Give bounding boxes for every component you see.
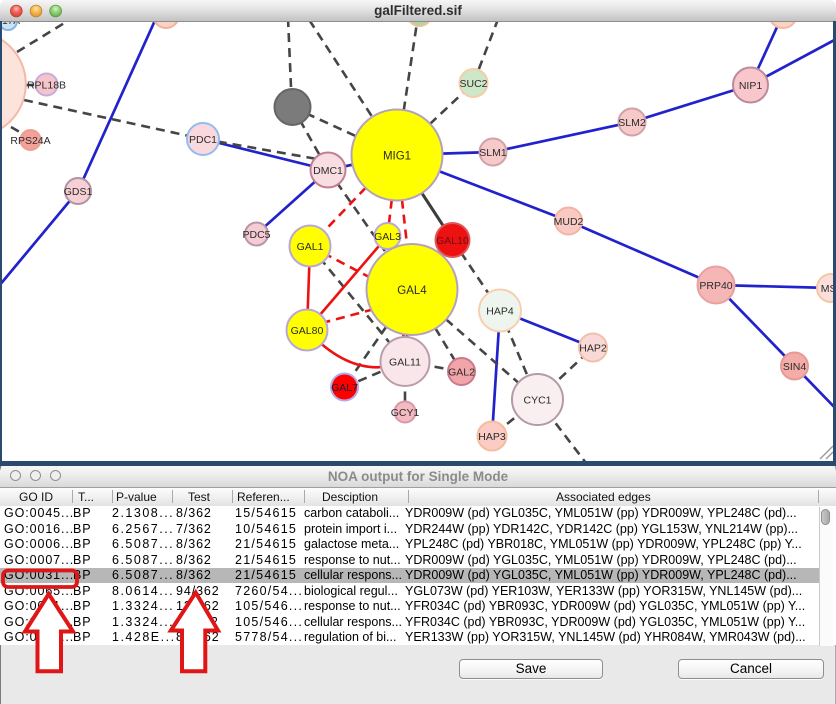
svg-text:HAP4: HAP4 — [486, 306, 514, 318]
svg-text:GAL1: GAL1 — [297, 241, 324, 253]
svg-text:PDC1: PDC1 — [189, 134, 217, 146]
svg-text:GAL4: GAL4 — [397, 285, 427, 297]
svg-text:RPS24A: RPS24A — [10, 135, 50, 147]
svg-text:NIP1: NIP1 — [739, 80, 763, 92]
svg-text:GCY1: GCY1 — [391, 407, 420, 419]
svg-text:RPL18B: RPL18B — [27, 80, 66, 92]
svg-text:GDS1: GDS1 — [64, 186, 93, 198]
svg-text:SLM1: SLM1 — [479, 147, 507, 159]
svg-text:MIG1: MIG1 — [383, 151, 411, 163]
svg-text:GAL7: GAL7 — [331, 382, 358, 394]
svg-text:HAP3: HAP3 — [478, 431, 506, 443]
svg-text:SLM2: SLM2 — [618, 117, 646, 129]
svg-text:SIN4: SIN4 — [783, 361, 807, 373]
svg-text:17A: 17A — [2, 22, 20, 27]
svg-text:GAL10: GAL10 — [436, 235, 469, 247]
svg-text:HAP2: HAP2 — [579, 343, 607, 355]
svg-text:SUC2: SUC2 — [459, 78, 487, 90]
svg-text:GAL2: GAL2 — [448, 367, 475, 379]
svg-text:MSI1: MSI1 — [821, 283, 836, 295]
svg-text:MUD2: MUD2 — [554, 216, 584, 228]
svg-text:GAL11: GAL11 — [389, 357, 421, 369]
svg-text:PDC5: PDC5 — [242, 229, 270, 241]
svg-text:CYC1: CYC1 — [523, 395, 551, 407]
svg-text:DMC1: DMC1 — [313, 165, 343, 177]
svg-text:GAL80: GAL80 — [291, 325, 324, 337]
svg-text:PRP40: PRP40 — [699, 280, 732, 292]
svg-text:GAL3: GAL3 — [374, 231, 401, 243]
